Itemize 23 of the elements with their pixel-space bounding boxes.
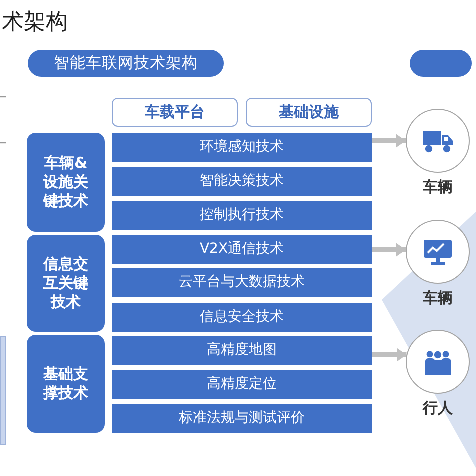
category-block: 车辆&设施关键技术: [27, 133, 105, 232]
page-title: 术架构: [2, 10, 68, 36]
technology-bar: 智能决策技术: [112, 167, 372, 196]
node-label: 车辆: [423, 289, 453, 307]
section-pill: [410, 50, 472, 77]
arrow: [372, 243, 406, 257]
technology-bar: 控制执行技术: [112, 201, 372, 230]
node-label: 行人: [423, 399, 453, 417]
technology-bar: 云平台与大数据技术: [112, 268, 372, 297]
technology-bar: 高精度定位: [112, 370, 372, 399]
technology-bar: V2X通信技术: [112, 235, 372, 264]
technology-bar: 信息安全技术: [112, 303, 372, 332]
category-block: 基础支撑技术: [27, 335, 105, 433]
technology-bar: 环境感知技术: [112, 133, 372, 162]
section-pill: 智能车联网技术架构: [28, 50, 224, 77]
technology-bar: 标准法规与测试评价: [112, 404, 372, 433]
node-label: 车辆: [423, 178, 453, 196]
platform-tab: 基础设施: [246, 98, 372, 127]
platform-tab: 车载平台: [112, 98, 238, 127]
category-block: 信息交互关键技术: [27, 235, 105, 332]
arrow: [372, 134, 406, 148]
technology-bar: 高精度地图: [112, 336, 372, 365]
arrow: [372, 348, 407, 362]
